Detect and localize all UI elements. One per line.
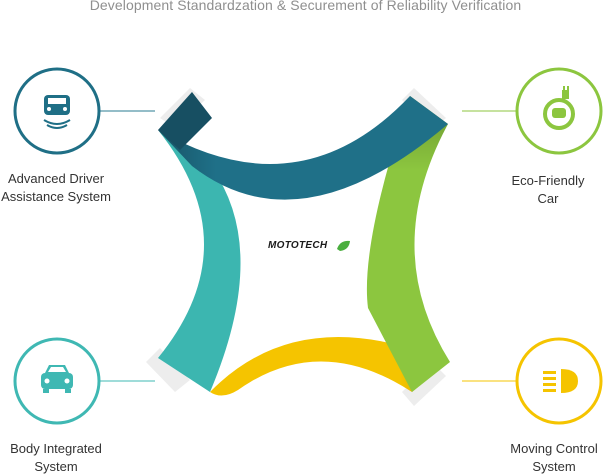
headlight-icon: [543, 369, 578, 393]
label-body: Body Integrated System: [10, 441, 102, 474]
node-move: [515, 337, 603, 425]
arc-right-shade: [366, 96, 450, 392]
label-adas: Advanced Driver Assistance System: [1, 171, 111, 204]
mototech-leaf-icon: [337, 240, 350, 251]
corner-shadow-bl: [146, 348, 190, 392]
mototech-logo: MOTOTECH: [268, 240, 328, 251]
page-title: Development Standardzation & Securement …: [89, 0, 522, 13]
ev-charging-car-icon: [543, 86, 575, 130]
label-move: Moving Control System: [510, 441, 598, 474]
arc-top-shade: [158, 96, 448, 200]
node-body: [13, 337, 101, 425]
arc-bottom-shade: [210, 337, 448, 396]
car-front-sensor-icon: [43, 95, 71, 129]
node-adas: [13, 67, 101, 155]
car-front-icon: [41, 365, 73, 393]
label-eco: Eco-Friendly Car: [511, 173, 585, 206]
node-eco: [515, 67, 603, 155]
arc-top-corner: [158, 92, 212, 150]
arc-body-integrated: [158, 130, 241, 392]
